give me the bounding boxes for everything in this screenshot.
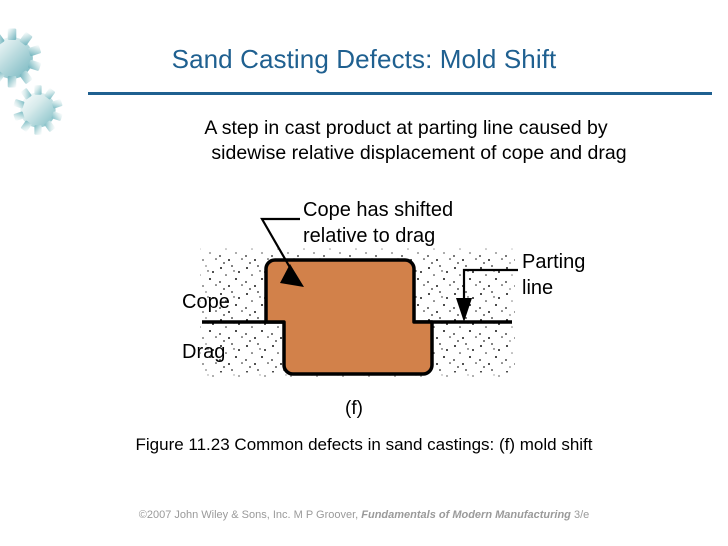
label-parting-1: Parting [522, 251, 585, 273]
figure-caption: Figure 11.23 Common defects in sand cast… [135, 435, 593, 454]
casting-cross-section [264, 258, 434, 376]
gear-icon [0, 28, 63, 135]
gears-logo [0, 12, 74, 140]
label-parting-2: line [522, 277, 553, 299]
label-drag: Drag [182, 341, 225, 363]
body-text: A step in cast product at parting line c… [96, 116, 716, 166]
callout-cope-shifted-line2: relative to drag [303, 225, 435, 247]
body-line-2: sidewise relative displacement of cope a… [211, 142, 627, 164]
cope-shift-callout [260, 217, 304, 287]
callout-cope-shifted-line1: Cope has shifted [303, 199, 453, 221]
label-cope: Cope [182, 291, 230, 313]
mold-shift-figure: Cope has shifted relative to drag Partin… [140, 186, 588, 426]
footer-prefix: ©2007 John Wiley & Sons, Inc. M P Groove… [138, 509, 362, 521]
figure-sub-label: (f) [345, 398, 363, 419]
copyright-footer: ©2007 John Wiley & Sons, Inc. M P Groove… [0, 509, 728, 521]
body-line-1: A step in cast product at parting line c… [204, 117, 608, 139]
parting-line-callout [456, 268, 518, 322]
footer-book-title: Fundamentals of Modern Manufacturing [361, 509, 571, 521]
title-divider [88, 92, 712, 95]
page-title: Sand Casting Defects: Mold Shift [171, 44, 557, 74]
footer-suffix: 3/e [570, 509, 590, 521]
